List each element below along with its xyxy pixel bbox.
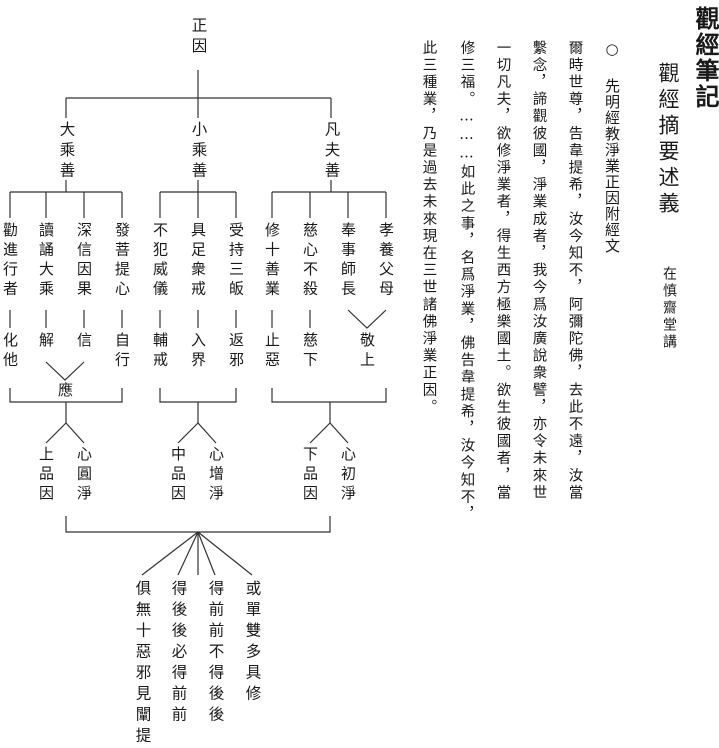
grade-state: 心圓淨: [75, 446, 93, 505]
grade-state: 心初淨: [339, 446, 357, 505]
practice-result: 自行: [113, 332, 131, 371]
practice-result: 輔戒: [151, 332, 169, 371]
merge-connector: [177, 422, 217, 444]
practice-result: 止惡: [263, 332, 281, 371]
connector-line: [197, 531, 253, 576]
scripture-column: 繫念，諦觀彼國，淨業成者，我今爲汝廣說衆譬，亦令未來世: [530, 40, 547, 502]
merge-connector: [45, 422, 85, 444]
scripture-column: 修三福。………如此之事，名爲淨業，佛告韋提希，汝今知不，: [458, 40, 475, 524]
practice-item: 慈心不殺: [301, 222, 319, 300]
connector-line: [141, 531, 199, 576]
practice-result: 應: [56, 382, 74, 402]
practice-item: 不犯威儀: [151, 222, 169, 300]
scripture-column: 一切凡夫，欲修淨業者，得生西方極樂國土。欲生彼國者，當: [494, 40, 511, 502]
root-node: 正因: [189, 17, 208, 58]
conclusion-line: 俱無十惡邪見闡提: [133, 580, 152, 748]
section-heading: ○ 先明經教淨業正因附經文: [603, 40, 621, 254]
conclusion-line: 得後後必得前前: [169, 580, 188, 727]
grade-cause: 中品因: [169, 446, 187, 505]
grade-cause: 上品因: [37, 446, 55, 505]
practice-result: 敬上: [358, 332, 376, 371]
page-subtitle: 觀經摘要述義: [656, 62, 680, 218]
diagram-lines: [9, 70, 387, 576]
group-bracket: [159, 388, 237, 403]
merge-connector: [347, 309, 387, 329]
practice-item: 受持三皈: [227, 222, 245, 300]
branch-fanfu: 凡夫善: [322, 121, 341, 183]
practice-result: 慈下: [301, 332, 319, 371]
page-title: 觀經筆記: [691, 6, 719, 110]
practice-item: 勸進行者: [1, 222, 19, 300]
practice-result: 化他: [1, 332, 19, 371]
practice-result: 解: [37, 332, 55, 352]
lecturer-credit: 在慎齋堂講: [661, 266, 677, 351]
scripture-column: 爾時世尊，告韋提希，汝今知不，阿彌陀佛，去此不遠，汝當: [566, 40, 583, 502]
merge-connector: [45, 361, 85, 381]
branch-xiaosheng: 小乘善: [189, 121, 208, 183]
practice-result: 入界: [189, 332, 207, 371]
branch-dasheng: 大乘善: [57, 121, 76, 183]
connector-line: [197, 531, 216, 576]
conclusion-line: 得前前不得後後: [206, 580, 225, 727]
practice-result: 信: [75, 332, 93, 352]
conclusion-line: 或單雙多具修: [243, 580, 262, 706]
scripture-column: 此三種業，乃是過去未來現在三世諸佛淨業正因。: [420, 40, 437, 417]
practice-item: 發菩提心: [113, 222, 131, 300]
group-bracket: [271, 388, 387, 403]
practice-result: 返邪: [227, 332, 245, 371]
practice-item: 讀誦大乘: [37, 222, 55, 300]
group-bracket: [65, 516, 331, 533]
practice-item: 深信因果: [75, 222, 93, 300]
practice-item: 修十善業: [263, 222, 281, 300]
grade-state: 心增淨: [207, 446, 225, 505]
connector-line: [177, 531, 199, 576]
practice-item: 奉事師長: [339, 222, 357, 300]
practice-item: 孝養父母: [377, 222, 395, 300]
merge-connector: [309, 422, 349, 444]
practice-item: 具足衆戒: [189, 222, 207, 300]
grade-cause: 下品因: [301, 446, 319, 505]
